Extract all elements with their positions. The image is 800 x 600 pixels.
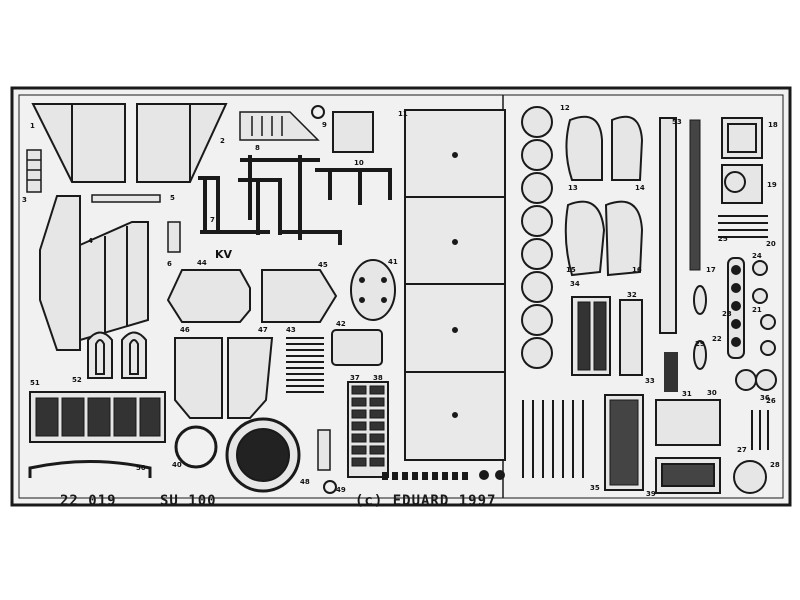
part-number-label: 37 (350, 374, 360, 382)
bars-27 (751, 410, 769, 450)
part-number-label: 40 (172, 461, 182, 469)
part-number-label: 30 (707, 389, 717, 397)
part-number-label: 52 (72, 376, 82, 384)
vent-plate (239, 111, 320, 141)
part-number-label: 51 (30, 379, 40, 387)
part-number-label: 36 (760, 394, 770, 402)
slotted-strips (522, 400, 584, 478)
tread-plate (604, 394, 644, 491)
right-panels (721, 117, 763, 204)
grid-31 (664, 352, 678, 392)
part-number-label: 48 (300, 478, 310, 486)
part-number-label: 10 (354, 159, 364, 167)
hatch-ring (225, 417, 301, 493)
part-number-label: 4 (88, 237, 93, 245)
link-column (727, 257, 745, 359)
hatch-part (332, 111, 374, 153)
part-number-label: 9 (322, 121, 327, 129)
part-number-label: 23 (722, 310, 732, 318)
part-number-label: 25 (718, 235, 728, 243)
plates-46-47 (174, 337, 274, 419)
fret-inner-frame (18, 94, 784, 499)
part-number-label: 39 (646, 490, 656, 498)
part-number-label: 24 (752, 252, 762, 260)
frame-assemblies (198, 155, 392, 245)
part-number-label: 27 (737, 446, 747, 454)
part-number-label: 11 (398, 110, 408, 118)
part-number-label: 6 (167, 260, 172, 268)
part-number-label: 31 (682, 390, 692, 398)
model-name: SU 100 (160, 493, 217, 509)
part-number-label: 12 (560, 104, 570, 112)
part-number-label: 18 (768, 121, 778, 129)
part-number-label: 42 (336, 320, 346, 328)
part-number-label: 43 (286, 326, 296, 334)
part-number-label: 28 (770, 461, 780, 469)
part-number-label: 35 (590, 484, 600, 492)
part-number-label: 19 (767, 181, 777, 189)
fender-panels (31, 103, 228, 183)
part-number-label: 21 (752, 306, 762, 314)
logo-text: KV (215, 248, 233, 261)
part-number-label: 22 (712, 335, 722, 343)
part-number-label: 3 (22, 196, 27, 204)
bracket-part (28, 460, 152, 478)
part-number-label: 41 (388, 258, 398, 266)
grille-covers (87, 331, 147, 379)
part-number-label: 8 (255, 144, 260, 152)
hook-parts (693, 260, 776, 370)
ring-part (174, 425, 218, 469)
part-number-label: 7 (210, 216, 215, 224)
small-parts-row (382, 470, 505, 480)
part-number-label: 47 (258, 326, 268, 334)
part-number-label: 34 (570, 280, 580, 288)
part-number-label: 50 (136, 464, 146, 472)
small-ring (323, 480, 337, 494)
panel-42 (331, 329, 383, 366)
ring-28 (733, 460, 767, 494)
small-strips (26, 149, 181, 253)
grids-37-38 (347, 381, 389, 478)
part-number-label: 45 (318, 261, 328, 269)
long-strips (659, 117, 701, 334)
mesh-panel (29, 391, 166, 443)
part-number-label: 17 (706, 266, 716, 274)
part-number-label: 14 (635, 184, 645, 192)
part-number-label: 44 (197, 259, 207, 267)
oval-hatch (350, 259, 396, 321)
part-number-label: 13 (568, 184, 578, 192)
part-number-label: 1 (30, 122, 35, 130)
boxes-39 (655, 399, 721, 494)
part-number-label: 15 (566, 266, 576, 274)
part-number-label: 32 (627, 291, 637, 299)
part-number-label: 20 (766, 240, 776, 248)
part-number-label: 33 (645, 377, 655, 385)
rungs-20 (718, 215, 768, 238)
part-number-label: 5 (170, 194, 175, 202)
idler-wheels (735, 369, 777, 391)
loop-part (311, 105, 325, 119)
copyright-text: (c) EDUARD 1997 (355, 493, 497, 509)
side-plate (39, 195, 149, 351)
part-number-label: 53 (672, 118, 682, 126)
ladder-strips (286, 337, 324, 393)
armor-panels (166, 269, 338, 323)
part-number-label: 29 (695, 340, 705, 348)
part-number-label: 26 (766, 397, 776, 405)
strip-part (317, 429, 331, 471)
curved-guards (564, 115, 644, 277)
large-deck-panel (404, 109, 506, 461)
panels-34-35 (571, 296, 643, 376)
part-number-label: 38 (373, 374, 383, 382)
road-wheel-column (521, 106, 553, 369)
part-number-label: 49 (336, 486, 346, 494)
part-number-label: 16 (632, 266, 642, 274)
part-number-label: 46 (180, 326, 190, 334)
part-number-label: 2 (220, 137, 225, 145)
catalog-number: 22 019 (60, 493, 117, 509)
